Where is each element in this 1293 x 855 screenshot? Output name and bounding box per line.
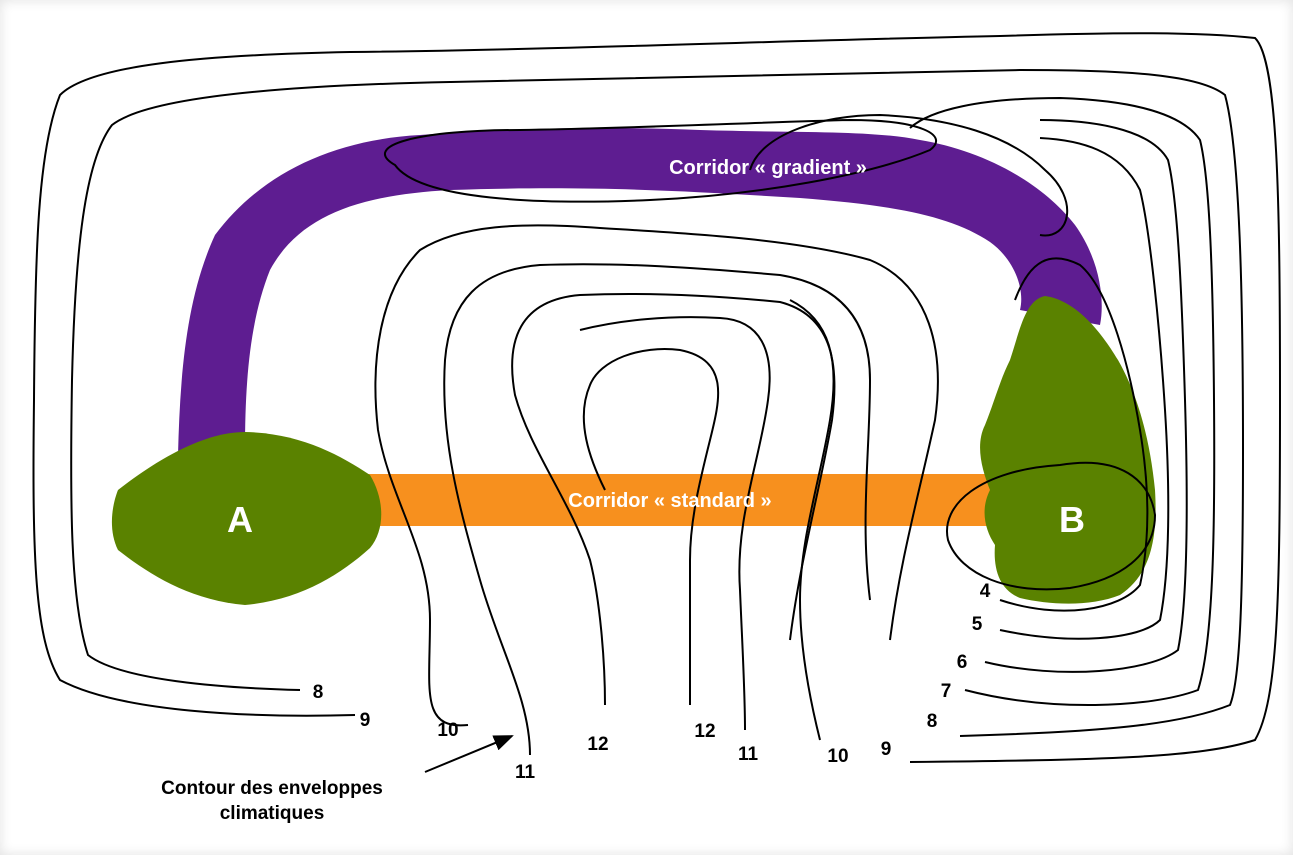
contour-label-6: 6 xyxy=(957,652,968,673)
habitat-b-label: B xyxy=(1059,499,1085,540)
annotation-line-2: climatiques xyxy=(219,803,325,824)
contour-label-8-right: 8 xyxy=(927,711,938,732)
standard-corridor xyxy=(340,474,1000,526)
habitat-a xyxy=(111,432,382,605)
contour-label-5: 5 xyxy=(972,614,983,635)
contour-label-7: 7 xyxy=(941,681,952,702)
habitat-b xyxy=(980,296,1156,604)
standard-corridor-label: Corridor « standard » xyxy=(568,490,771,512)
contour-label-11-left: 11 xyxy=(515,762,536,783)
annotation-line-1: Contour des enveloppes xyxy=(161,778,383,799)
contour-label-4: 4 xyxy=(980,581,991,602)
contour-label-8-left: 8 xyxy=(313,682,324,703)
gradient-corridor xyxy=(178,127,1102,455)
contour-label-12-right: 12 xyxy=(694,721,715,742)
left-contour-labels: 8 9 10 11 12 xyxy=(313,682,609,783)
contour-label-10-right: 10 xyxy=(827,746,848,767)
contour-label-9-right: 9 xyxy=(881,739,892,760)
habitat-a-label: A xyxy=(227,499,253,540)
gradient-corridor-label: Corridor « gradient » xyxy=(669,157,867,179)
right-contour-labels: 12 11 10 9 8 7 6 5 4 xyxy=(694,581,990,767)
contour-label-12-left: 12 xyxy=(587,734,608,755)
annotation-arrow xyxy=(424,735,514,773)
contour-lines xyxy=(32,32,1282,763)
climatic-envelope-annotation: Contour des enveloppes climatiques xyxy=(112,776,432,826)
contour-label-10-left: 10 xyxy=(437,720,458,741)
contour-label-9-left: 9 xyxy=(360,710,371,731)
contour-label-11-right: 11 xyxy=(738,744,759,765)
